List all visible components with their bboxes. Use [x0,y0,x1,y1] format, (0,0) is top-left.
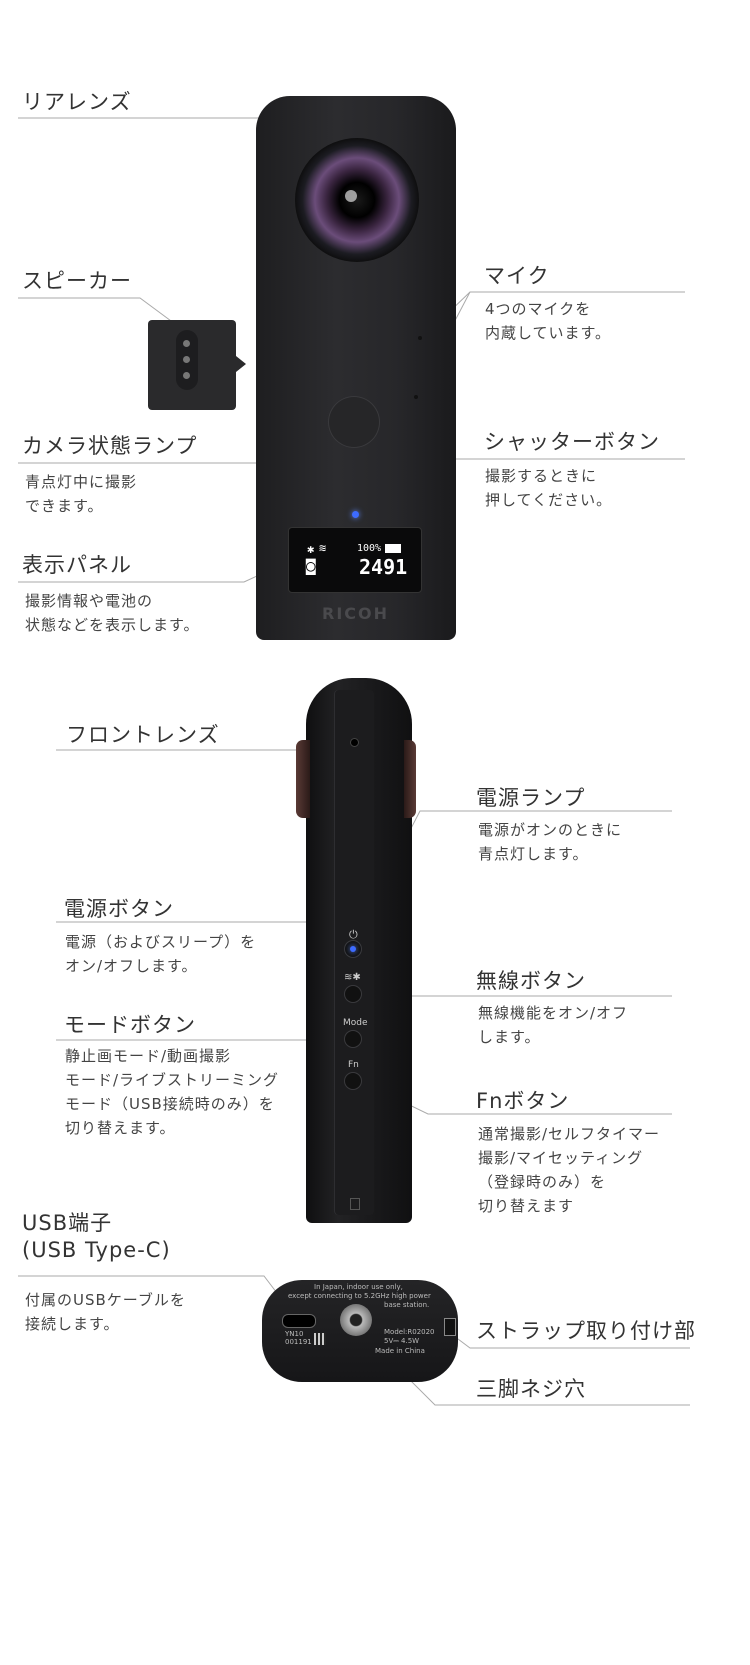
usb-type-label: (USB Type-C) [22,1238,171,1262]
serial-text: 001191 [285,1338,312,1346]
wireless-icon: ≋✱ [344,972,361,983]
mode-button-desc: 静止画モード/動画撮影 モード/ライブストリーミング モード（USB接続時のみ）… [65,1047,280,1137]
speaker-hole [183,372,190,379]
qr-code-icon [314,1333,326,1345]
front-lens-label: フロントレンズ [66,723,220,747]
bottom-print-3: base station. [384,1301,430,1309]
usb-port [282,1314,316,1328]
bottom-print-2: except connecting to 5.2GHz high power [288,1292,431,1300]
made-in-text: Made in China [375,1347,425,1355]
mode-button[interactable] [345,1031,361,1047]
display-label: 表示パネル [22,553,132,577]
rear-lens [295,138,419,262]
status-lamp [352,511,359,518]
battery-text: 100% [357,543,382,554]
side-screw [350,738,359,747]
mic-hole-1 [418,336,422,340]
wireless-button-label: 無線ボタン [476,969,586,993]
status-lamp-desc: 青点灯中に撮影 できます。 [25,473,138,515]
rear-lens-edge [404,740,416,818]
wifi-icon: ≋ [319,541,327,555]
shutter-label: シャッターボタン [484,430,660,454]
wireless-button[interactable] [345,986,361,1002]
speaker-hole [183,340,190,347]
camera-icon: ◙ [306,556,316,575]
display-desc: 撮影情報や電池の 状態などを表示します。 [25,592,200,634]
power-lamp [350,946,356,952]
mic-desc: 4つのマイクを 内蔵しています。 [485,300,612,342]
tripod-label: 三脚ネジ穴 [476,1377,586,1401]
speaker-hole [183,356,190,363]
usb-label: USB端子 [22,1211,113,1235]
wireless-button-desc: 無線機能をオン/オフ します。 [478,1004,629,1046]
front-lens-edge [296,740,310,818]
mic-hole-2 [414,395,418,399]
display-panel: ✱ ≋ ◙ 100% 2491 [288,527,422,593]
fn-text: Fn [348,1060,359,1070]
shutter-desc: 撮影するときに 押してください。 [485,467,613,509]
fn-button[interactable] [345,1073,361,1089]
rear-lens-highlight [345,190,357,202]
bottom-print-1: In Japan, indoor use only, [314,1283,403,1291]
fn-button-label: Fnボタン [476,1089,570,1113]
speaker-inset [148,320,236,410]
power-icon: ⏻ [349,928,358,941]
power-button-desc: 電源（およびスリープ）を オン/オフします。 [65,933,257,975]
strap-mount [444,1318,456,1336]
shot-count: 2491 [359,555,408,579]
bluetooth-icon: ✱ [307,542,315,556]
mode-text: Mode [343,1018,368,1028]
strap-slot-side [350,1198,360,1210]
tripod-socket [340,1304,372,1336]
yn-text: YN10 [285,1330,304,1338]
brand-logo: RICOH [322,604,390,623]
status-lamp-label: カメラ状態ランプ [22,434,198,458]
speaker-grille [176,330,198,390]
speaker-pointer-icon [236,356,246,372]
battery-icon [385,544,401,553]
shutter-button[interactable] [328,396,380,448]
speaker-label: スピーカー [22,269,132,293]
power-button-label: 電源ボタン [64,897,174,921]
power-lamp-desc: 電源がオンのときに 青点灯します。 [478,821,623,863]
power-rating-text: 5V⎓ 4.5W [384,1337,420,1345]
power-lamp-label: 電源ランプ [476,786,586,810]
model-text: Model:R02020 [384,1328,435,1336]
rear-lens-label: リアレンズ [22,90,132,114]
usb-desc: 付属のUSBケーブルを 接続します。 [25,1291,186,1333]
strap-label: ストラップ取り付け部 [476,1319,696,1343]
mic-label: マイク [484,264,550,288]
fn-button-desc: 通常撮影/セルフタイマー 撮影/マイセッティング （登録時のみ）を 切り替えます [478,1125,661,1215]
mode-button-label: モードボタン [64,1013,196,1037]
